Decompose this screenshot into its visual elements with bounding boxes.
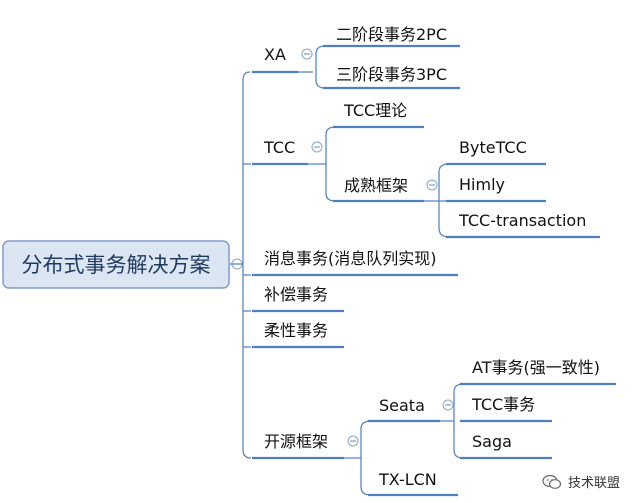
node-himly[interactable]: Himly [446,175,546,203]
node-tcc-theory[interactable]: TCC理论 [333,101,424,129]
collapse-toggle-seata[interactable] [442,399,454,411]
branch-compensation-transaction[interactable]: 补偿事务 [252,285,344,313]
branch-label: 消息事务(消息队列实现) [264,249,437,268]
branch-label: XA [264,45,286,64]
node-label: TCC-transaction [458,211,586,230]
root-label: 分布式事务解决方案 [22,253,211,277]
node-label: Saga [472,432,512,451]
node-label: TCC理论 [343,101,407,120]
node-seata[interactable]: Seata [368,396,440,423]
branch-label: 补偿事务 [264,285,328,304]
node-at-transaction[interactable]: AT事务(强一致性) [460,358,616,386]
node-bytetcc[interactable]: ByteTCC [446,138,546,166]
node-2pc[interactable]: 二阶段事务2PC [323,25,460,48]
node-label: TCC事务 [471,395,535,414]
branch-xa[interactable]: XA [252,45,298,74]
node-saga[interactable]: Saga [460,432,552,460]
node-mature-frameworks[interactable]: 成熟框架 [333,176,424,203]
node-3pc[interactable]: 三阶段事务3PC [323,65,460,90]
collapse-toggle-tcc[interactable] [311,141,323,153]
node-label: 二阶段事务2PC [336,25,447,44]
collapse-toggle-frameworks[interactable] [426,179,438,191]
branch-message-transaction[interactable]: 消息事务(消息队列实现) [252,249,458,277]
branch-flexible-transaction[interactable]: 柔性事务 [252,321,344,349]
node-label: 三阶段事务3PC [336,65,447,84]
branch-label: 开源框架 [264,432,328,451]
watermark: 技术联盟 [542,472,620,491]
node-label: 成熟框架 [344,176,408,195]
branch-tcc[interactable]: TCC [252,138,308,166]
collapse-toggle-xa[interactable] [301,48,313,60]
branch-label: 柔性事务 [264,321,328,340]
node-label: ByteTCC [459,138,527,157]
watermark-label: 技术联盟 [567,476,620,491]
node-label: Himly [459,175,505,194]
node-label: TX-LCN [378,470,437,489]
node-tcc-transaction-seata[interactable]: TCC事务 [460,395,552,423]
node-tcc-transaction[interactable]: TCC-transaction [446,211,600,239]
root-node[interactable]: 分布式事务解决方案 [2,240,230,289]
node-tx-lcn[interactable]: TX-LCN [368,470,458,497]
node-label: Seata [379,396,425,415]
node-label: AT事务(强一致性) [472,358,600,377]
wechat-icon [542,474,562,489]
branch-label: TCC [263,138,295,157]
branch-open-source-frameworks[interactable]: 开源框架 [252,432,344,460]
collapse-toggle-open-source[interactable] [347,435,359,447]
